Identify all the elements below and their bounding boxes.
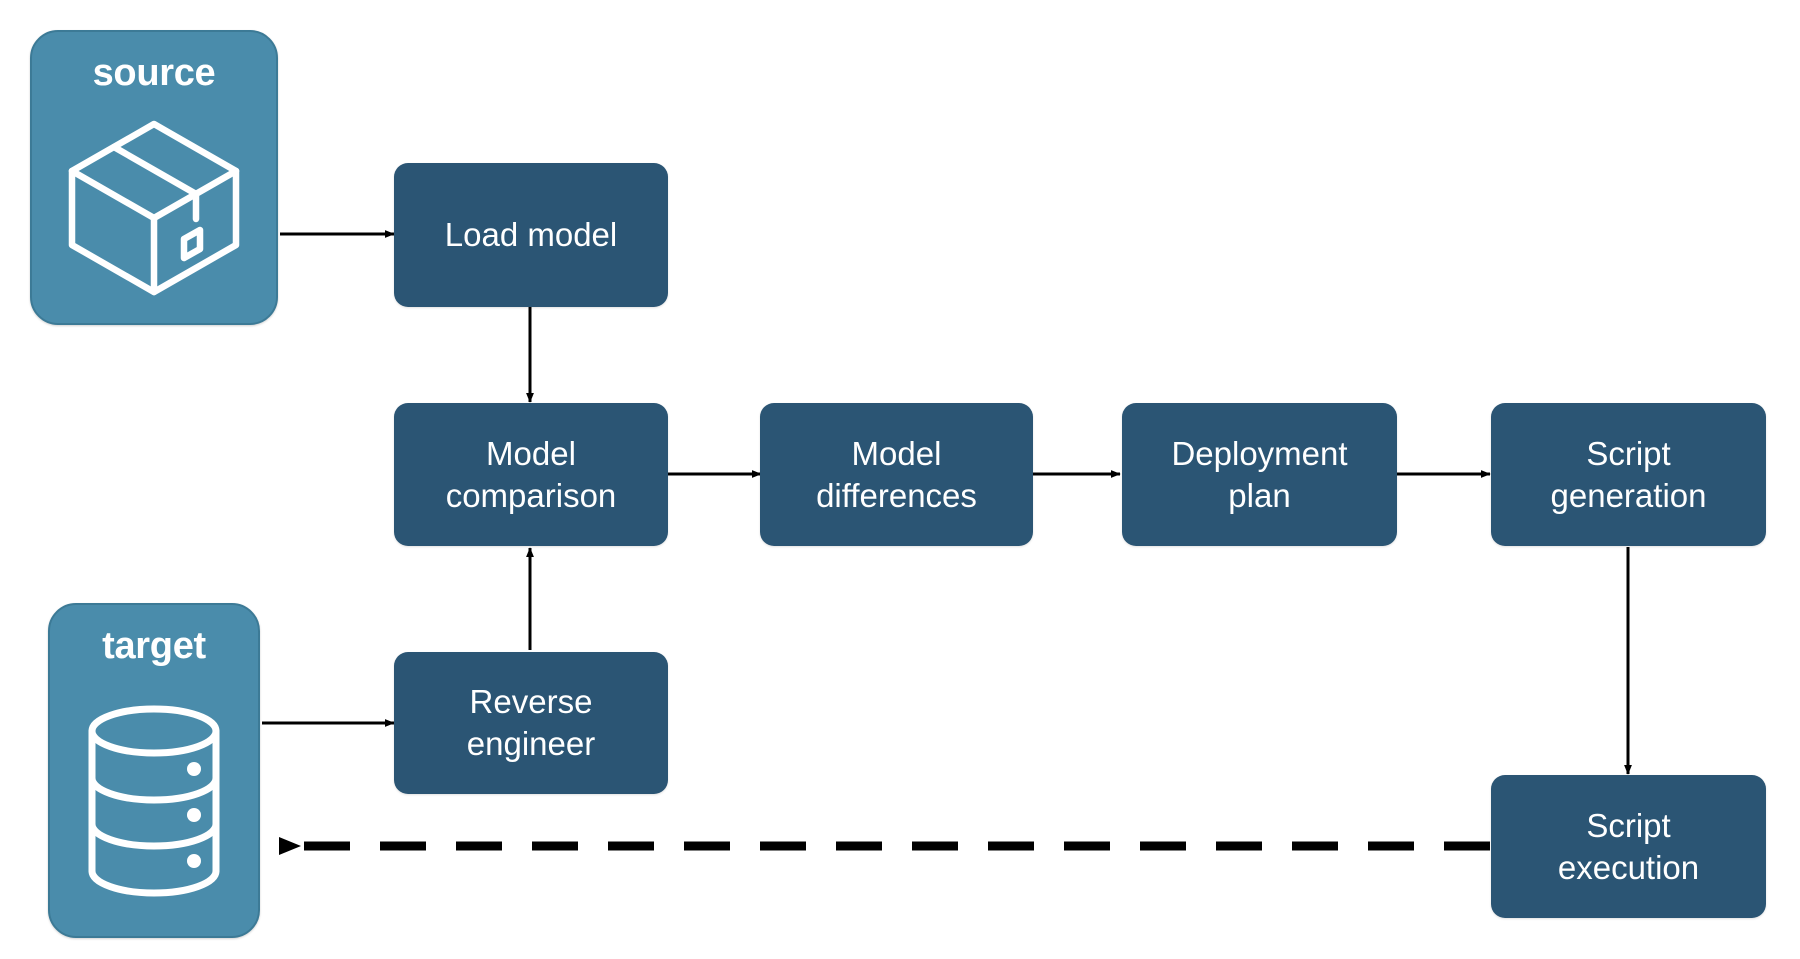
process-box-load-model[interactable]: Load model	[394, 163, 668, 307]
process-label-script-execution: Script execution	[1557, 806, 1700, 886]
process-label-load-model: Load model	[444, 216, 618, 254]
database-cylinder-icon	[50, 665, 258, 936]
process-label-model-differences: Model differences	[816, 434, 977, 514]
process-box-script-execution[interactable]: Script execution	[1491, 775, 1766, 918]
process-box-model-differences[interactable]: Model differences	[760, 403, 1033, 546]
endpoint-card-source[interactable]: source	[30, 30, 278, 325]
endpoint-title-target: target	[102, 625, 206, 667]
process-box-script-generation[interactable]: Script generation	[1491, 403, 1766, 546]
process-box-deployment-plan[interactable]: Deployment plan	[1122, 403, 1397, 546]
process-box-model-comparison[interactable]: Model comparison	[394, 403, 668, 546]
process-box-reverse-engineer[interactable]: Reverse engineer	[394, 652, 668, 794]
process-label-model-comparison: Model comparison	[445, 434, 617, 514]
process-label-deployment-plan: Deployment plan	[1171, 434, 1348, 514]
process-label-script-generation: Script generation	[1550, 434, 1707, 514]
endpoint-card-target[interactable]: target	[48, 603, 260, 938]
process-label-reverse-engineer: Reverse engineer	[466, 683, 596, 762]
package-box-icon	[32, 92, 276, 323]
endpoint-title-source: source	[92, 52, 216, 94]
